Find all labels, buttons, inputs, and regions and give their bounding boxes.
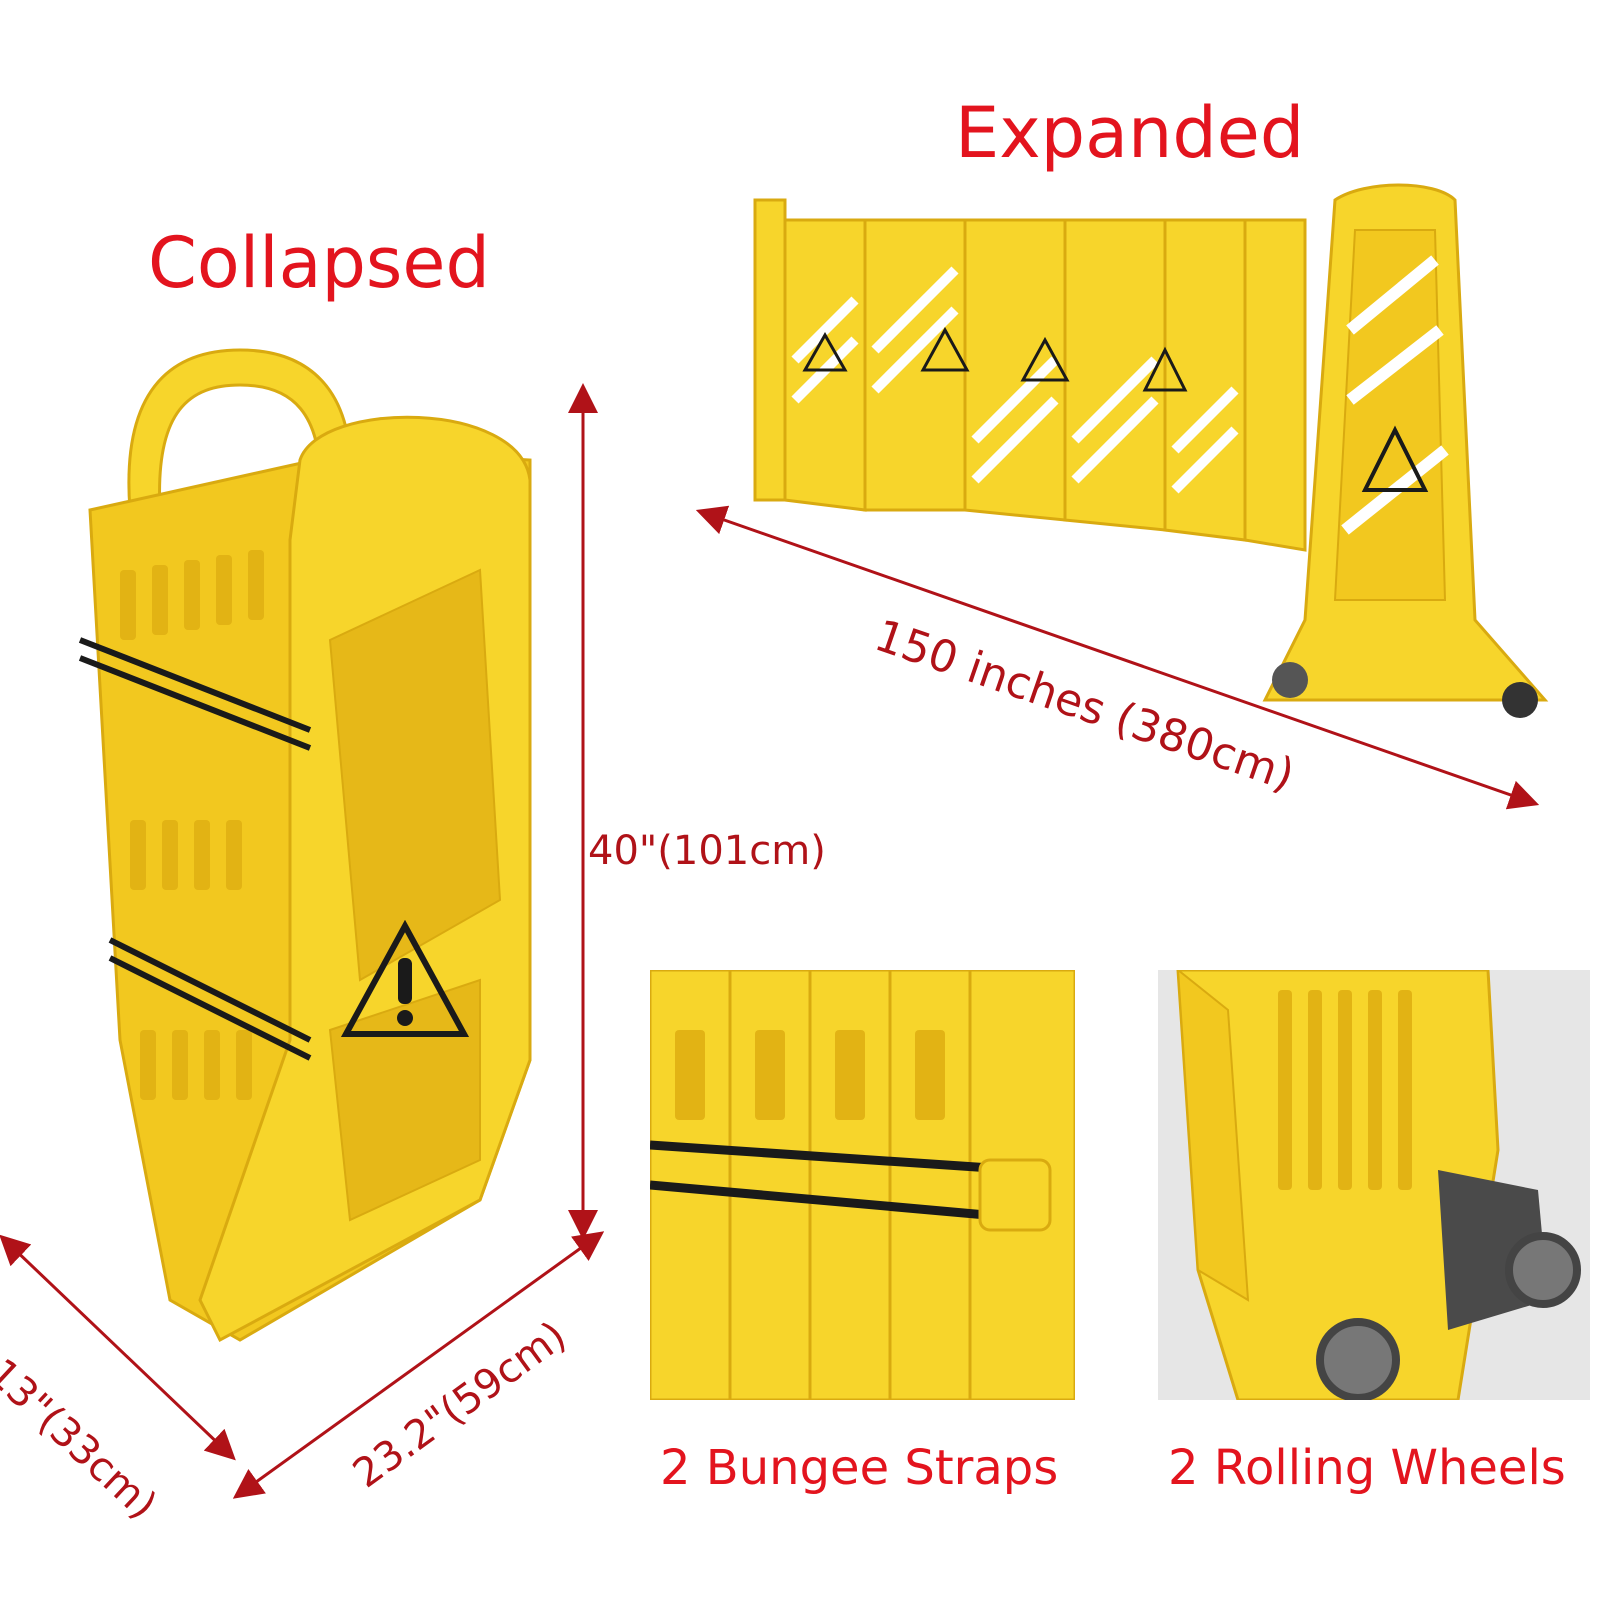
expanded-barrier-image <box>745 180 1565 740</box>
expanded-title: Expanded <box>955 92 1305 174</box>
bungee-straps-caption: 2 Bungee Straps <box>660 1440 1059 1496</box>
rolling-wheels-caption: 2 Rolling Wheels <box>1168 1440 1566 1496</box>
collapsed-title: Collapsed <box>148 222 490 304</box>
height-dimension-label: 40"(101cm) <box>588 828 826 874</box>
bungee-straps-photo <box>650 970 1075 1400</box>
warning-triangle-icon <box>340 920 470 1037</box>
rolling-wheels-photo <box>1158 970 1590 1400</box>
